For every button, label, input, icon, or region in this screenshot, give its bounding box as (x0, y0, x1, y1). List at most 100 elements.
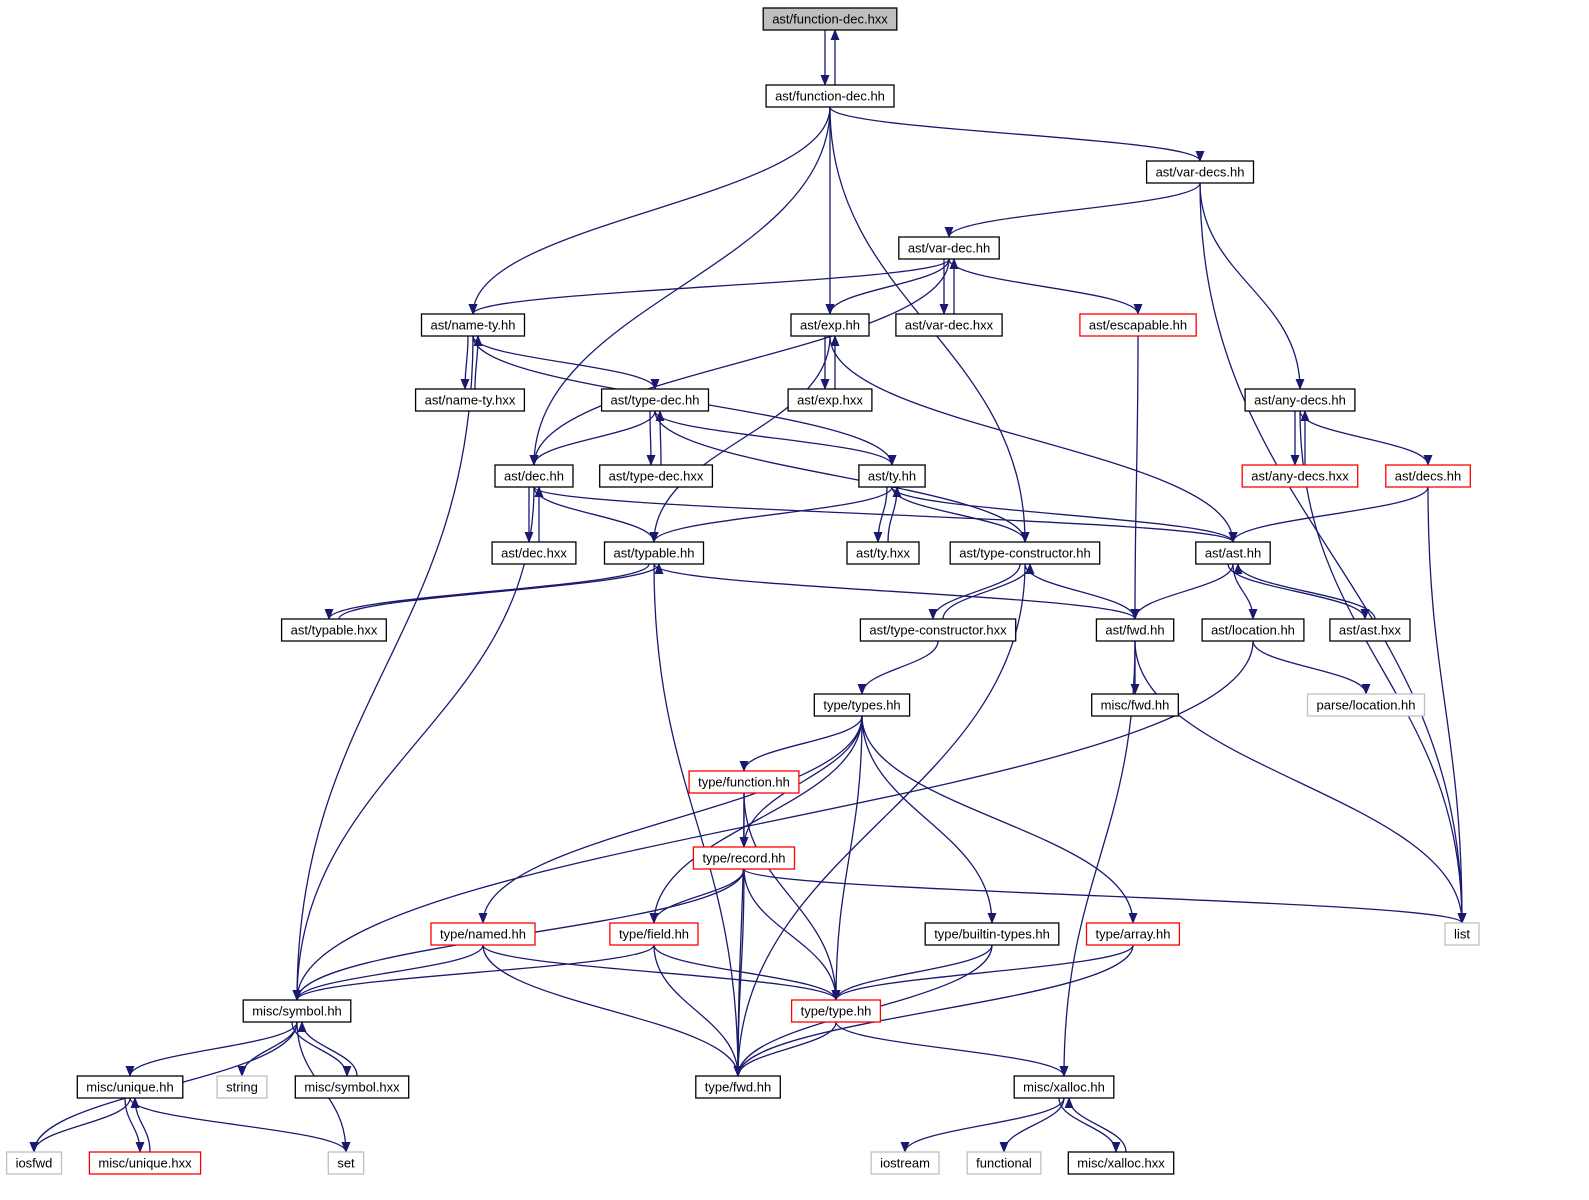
node-box (949, 541, 1101, 565)
edge-arrow (292, 486, 535, 1001)
node-label: ast/type-dec.hh (611, 393, 700, 408)
edge-arrow (533, 486, 659, 543)
node-misc-unique-hxx[interactable]: misc/unique.hxx (88, 1151, 202, 1175)
node-box (76, 1075, 184, 1099)
node-ast-typable-hh[interactable]: ast/typable.hh (603, 541, 705, 565)
edge-arrow (649, 868, 745, 924)
node-ast-var-decs-hh[interactable]: ast/var-decs.hh (1145, 160, 1255, 184)
node-string[interactable]: string (216, 1075, 268, 1099)
node-box (859, 618, 1017, 642)
edge-arrow (831, 944, 993, 1001)
node-label: ast/ast.hxx (1339, 623, 1402, 638)
node-label: ast/location.hh (1211, 623, 1295, 638)
node-box (688, 770, 800, 794)
node-ast-typable-hxx[interactable]: ast/typable.hxx (280, 618, 387, 642)
edge-ast_hh-to-astfwd_hh (1130, 563, 1234, 620)
node-ast-dec-hxx[interactable]: ast/dec.hxx (491, 541, 577, 565)
node-ast-var-dec-hh[interactable]: ast/var-dec.hh (898, 236, 1000, 260)
node-set[interactable]: set (327, 1151, 365, 1175)
node-label: ast/function-dec.hh (775, 89, 885, 104)
edge-arrow (928, 563, 1021, 620)
node-ast-type-constructor-hh[interactable]: ast/type-constructor.hh (949, 541, 1101, 565)
edge-fdec_hh-to-namety_hh (468, 106, 831, 315)
node-misc-unique-hh[interactable]: misc/unique.hh (76, 1075, 184, 1099)
node-ast-dec-hh[interactable]: ast/dec.hh (494, 464, 574, 488)
node-box (813, 693, 911, 717)
node-type-array-hh[interactable]: type/array.hh (1085, 922, 1181, 946)
node-ast-function-dec-hxx[interactable]: ast/function-dec.hxx (762, 7, 898, 31)
node-iostream[interactable]: iostream (870, 1151, 940, 1175)
edge-arrow (835, 1021, 1069, 1077)
node-ast-escapable-hh[interactable]: ast/escapable.hh (1079, 313, 1197, 337)
node-ast-fwd-hh[interactable]: ast/fwd.hh (1095, 618, 1175, 642)
node-label: type/array.hh (1096, 927, 1171, 942)
node-label: type/field.hh (619, 927, 689, 942)
node-misc-fwd-hh[interactable]: misc/fwd.hh (1091, 693, 1179, 717)
edge-arrow (478, 715, 863, 924)
node-ast-type-constructor-hxx[interactable]: ast/type-constructor.hxx (859, 618, 1017, 642)
node-ast-decs-hh[interactable]: ast/decs.hh (1385, 464, 1471, 488)
edge-unique_hh-to-unique_hxx (124, 1097, 145, 1153)
node-ast-location-hh[interactable]: ast/location.hh (1201, 618, 1305, 642)
node-type-field-hh[interactable]: type/field.hh (609, 922, 699, 946)
node-misc-xalloc-hxx[interactable]: misc/xalloc.hxx (1067, 1151, 1175, 1175)
node-ast-exp-hh[interactable]: ast/exp.hh (790, 313, 870, 337)
node-parse-location-hh[interactable]: parse/location.hh (1306, 693, 1426, 717)
edge-arrow (1130, 335, 1140, 620)
edge-arrow (743, 868, 841, 1001)
node-ast-var-dec-hxx[interactable]: ast/var-dec.hxx (895, 313, 1003, 337)
node-ast-ast-hxx[interactable]: ast/ast.hxx (1329, 618, 1411, 642)
node-ast-ty-hh[interactable]: ast/ty.hh (858, 464, 926, 488)
edge-arrow (999, 1097, 1065, 1153)
node-type-record-hh[interactable]: type/record.hh (692, 846, 796, 870)
node-label: type/fwd.hh (705, 1080, 772, 1095)
node-ast-ast-hh[interactable]: ast/ast.hh (1195, 541, 1271, 565)
edge-vardecs_hh-to-list (1199, 182, 1467, 924)
node-functional[interactable]: functional (966, 1151, 1042, 1175)
node-ast-type-dec-hxx[interactable]: ast/type-dec.hxx (599, 464, 714, 488)
edge-arrow (1227, 563, 1370, 620)
edge-symbol_hh-to-unique_hh (125, 1021, 298, 1077)
node-box (88, 1151, 202, 1175)
edge-field_hh-to-typefwd_hh (653, 944, 743, 1077)
node-ast-exp-hxx[interactable]: ast/exp.hxx (787, 388, 873, 412)
node-ast-name-ty-hh[interactable]: ast/name-ty.hh (420, 313, 526, 337)
node-label: ast/var-dec.hh (908, 241, 990, 256)
edge-location_hh-to-parseloc_hh (1252, 640, 1371, 695)
edge-field_hh-to-symbol_hh (292, 944, 655, 1001)
node-misc-symbol-hxx[interactable]: misc/symbol.hxx (294, 1075, 410, 1099)
edge-tc_hh-to-astfwd_hh (1024, 563, 1140, 620)
node-label: misc/xalloc.hxx (1077, 1156, 1165, 1171)
node-ast-function-dec-hh[interactable]: ast/function-dec.hh (765, 84, 895, 108)
node-misc-symbol-hh[interactable]: misc/symbol.hh (242, 999, 352, 1023)
node-type-types-hh[interactable]: type/types.hh (813, 693, 911, 717)
node-type-named-hh[interactable]: type/named.hh (430, 922, 536, 946)
node-type-fwd-hh[interactable]: type/fwd.hh (695, 1075, 781, 1099)
edge-types_hh-to-builtin_hh (861, 715, 997, 924)
node-type-type-hh[interactable]: type/type.hh (790, 999, 882, 1023)
node-box (327, 1151, 365, 1175)
node-ast-ty-hxx[interactable]: ast/ty.hxx (846, 541, 920, 565)
edge-tc_hxx-to-tc_hh (942, 563, 1035, 620)
edge-namety_hxx-to-namety_hh (473, 335, 483, 390)
node-ast-type-dec-hh[interactable]: ast/type-dec.hh (600, 388, 710, 412)
node-misc-xalloc-hh[interactable]: misc/xalloc.hh (1013, 1075, 1115, 1099)
edge-type_hh-to-typefwd_hh (733, 1021, 837, 1077)
node-list[interactable]: list (1444, 922, 1480, 946)
edge-vardec_hh-to-escapable_hh (948, 258, 1143, 315)
edge-array_hh-to-typefwd_hh (733, 944, 1134, 1077)
edge-decs_hh-to-ast_hh (1228, 486, 1429, 543)
edge-typable_hxx-to-typable_hh (338, 563, 664, 620)
node-type-builtin-types-hh[interactable]: type/builtin-types.hh (924, 922, 1060, 946)
edge-symbol_hh-to-string (237, 1021, 298, 1077)
edge-arrow (743, 792, 841, 1001)
node-label: ast/exp.hxx (797, 393, 863, 408)
edge-unique_hh-to-set (129, 1097, 351, 1153)
node-type-function-hh[interactable]: type/function.hh (688, 770, 800, 794)
edge-arrow (733, 563, 1026, 1077)
node-iosfwd[interactable]: iosfwd (5, 1151, 63, 1175)
edge-arrow (529, 410, 656, 466)
node-ast-any-decs-hxx[interactable]: ast/any-decs.hxx (1241, 464, 1359, 488)
node-ast-any-decs-hh[interactable]: ast/any-decs.hh (1244, 388, 1356, 412)
node-ast-name-ty-hxx[interactable]: ast/name-ty.hxx (414, 388, 526, 412)
